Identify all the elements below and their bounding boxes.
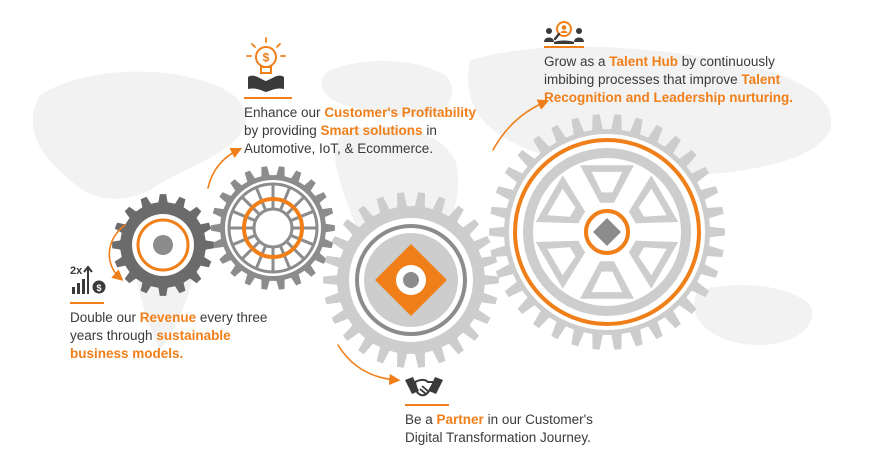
arrow-gear-to-profit bbox=[207, 147, 243, 189]
revenue-text-2: every three years through bbox=[70, 310, 268, 343]
profit-text-2: by providing bbox=[244, 123, 321, 138]
arrow-revenue-to-gear bbox=[108, 224, 126, 281]
partner-highlight: Partner bbox=[436, 412, 484, 427]
flow-arrows bbox=[108, 99, 550, 386]
revenue-goal: Double our Revenue every three years thr… bbox=[70, 302, 290, 363]
talent-recognition-highlight: Talent Recognition and Leadership nurtur… bbox=[544, 72, 794, 105]
partner-text-1: Be a bbox=[405, 412, 437, 427]
profitability-highlight: Customer's Profitability bbox=[324, 105, 477, 120]
profit-text-3: in Automotive, IoT, & Ecommerce. bbox=[244, 123, 437, 156]
gear-large bbox=[489, 114, 725, 350]
profit-text-1: Enhance our bbox=[244, 105, 325, 120]
arrow-gear-to-partner bbox=[337, 344, 401, 386]
talent-goal: Grow as a Talent Hub by continuously imb… bbox=[544, 46, 804, 107]
profit-divider bbox=[244, 97, 292, 99]
talent-search-icon bbox=[544, 21, 584, 44]
partner-goal: Be a Partner in our Customer's Digital T… bbox=[405, 404, 620, 447]
arrow-gear-to-talent bbox=[492, 99, 550, 151]
gear-spoked bbox=[211, 166, 335, 290]
partner-divider bbox=[405, 404, 449, 406]
revenue-text-1: Double our bbox=[70, 310, 140, 325]
gear-small-dark bbox=[112, 194, 214, 296]
partner-text-2: in our Customer's Digital Transformation… bbox=[405, 412, 593, 445]
talent-text-1: Grow as a bbox=[544, 54, 610, 69]
revenue-growth-icon: 2x $ bbox=[70, 265, 106, 294]
revenue-divider bbox=[70, 302, 104, 304]
gears-layer bbox=[112, 114, 725, 368]
handshake-icon bbox=[405, 377, 443, 397]
revenue-highlight: Revenue bbox=[139, 310, 197, 325]
gear-medium bbox=[323, 192, 499, 368]
talent-divider bbox=[544, 46, 584, 48]
revenue-badge: 2x bbox=[70, 265, 83, 277]
sustainable-highlight: sustainable business models. bbox=[70, 328, 231, 361]
smart-solutions-highlight: Smart solutions bbox=[320, 123, 423, 138]
svg-text:$: $ bbox=[263, 51, 270, 65]
profitability-goal: Enhance our Customer's Profitability by … bbox=[244, 97, 494, 158]
talent-hub-highlight: Talent Hub bbox=[609, 54, 679, 69]
coin-symbol: $ bbox=[96, 283, 101, 293]
talent-text-2: by continuously imbibing processes that … bbox=[544, 54, 775, 87]
lightbulb-dollar-icon: $ bbox=[246, 37, 286, 92]
